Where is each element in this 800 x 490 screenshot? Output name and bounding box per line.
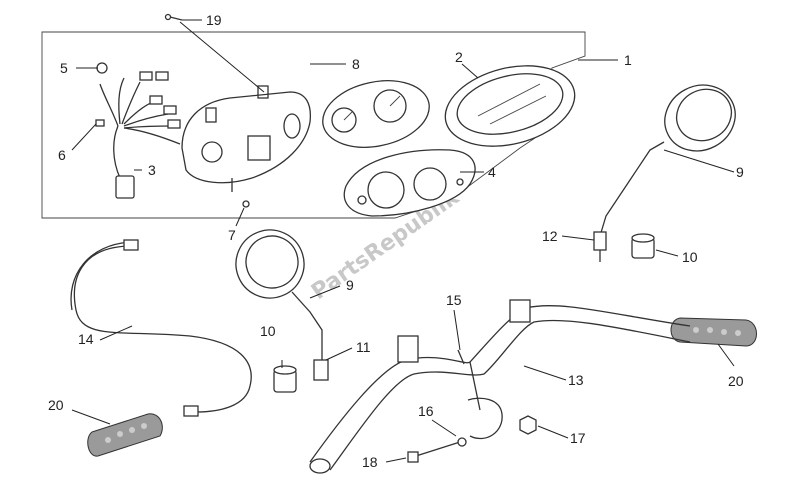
instrument-housing [181,85,312,192]
nut-17 [519,415,537,435]
callout-7: 7 [228,227,236,243]
throttle-cable [70,239,252,417]
callout-20-right: 20 [728,373,744,389]
callout-5: 5 [60,60,68,76]
mirror-right [593,84,736,262]
callout-11: 11 [356,339,371,355]
instrument-bezel [343,149,476,217]
callout-15: 15 [446,292,462,308]
washer-16 [457,437,467,447]
callout-6: 6 [58,147,66,163]
bolt-18 [407,441,461,463]
callout-3: 3 [148,162,156,178]
callout-16: 16 [418,403,434,419]
callout-14: 14 [78,331,94,347]
callout-18: 18 [362,454,378,470]
instrument-group-box [41,31,586,219]
wiring-harness [99,71,181,199]
leader-lines [71,19,735,463]
callout-10-left: 10 [260,323,276,339]
grip-right [670,317,757,347]
instrument-lens [444,65,576,147]
grip-left [87,413,163,457]
callout-10-right: 10 [682,249,698,265]
handlebar [309,299,691,474]
screw-6 [95,119,105,127]
gauge-dial [322,80,430,148]
callout-8: 8 [352,56,360,72]
callout-13: 13 [568,372,584,388]
callout-2: 2 [455,49,463,65]
bushing-10-left [273,365,297,393]
callout-9-right: 9 [736,164,744,180]
callout-20-left: 20 [48,397,64,413]
callout-17: 17 [570,430,586,446]
screw-15 [457,349,465,365]
mirror-left [235,229,329,381]
callout-12: 12 [542,228,558,244]
callout-19: 19 [206,12,222,28]
callout-9-left: 9 [346,277,354,293]
bushing-10-right [631,233,655,259]
nut-5 [96,62,108,74]
callout-1: 1 [624,52,632,68]
callout-4: 4 [488,164,496,180]
callout-labels: 19 5 6 3 8 7 2 1 4 9 12 10 9 11 10 14 20… [48,12,744,470]
screw-7 [242,200,250,208]
screw-19 [164,13,183,21]
